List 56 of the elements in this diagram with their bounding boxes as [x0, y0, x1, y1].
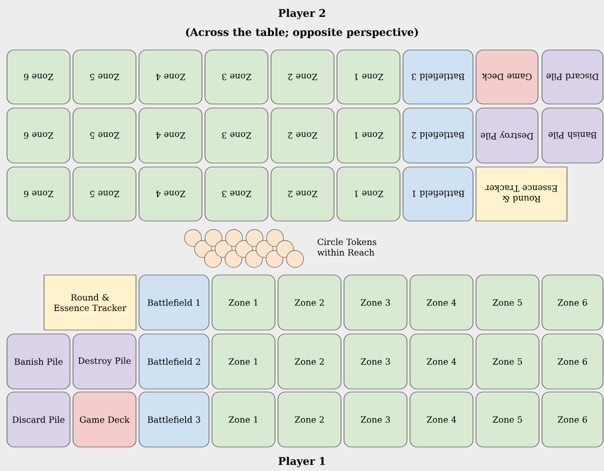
- zone-box: Zone 5: [476, 334, 540, 390]
- zone-box: Zone 6: [542, 334, 604, 390]
- tokens-label: Circle Tokens within Reach: [317, 238, 376, 256]
- zone-box: Zone 2: [270, 166, 334, 222]
- zone-box: Zone 3: [204, 166, 268, 222]
- zone-box: Zone 3: [344, 392, 408, 448]
- zone-box: Zone 4: [138, 166, 202, 222]
- zone-box: Zone 3: [344, 334, 408, 390]
- zone-box: Zone 2: [278, 392, 342, 448]
- deck-box: Game Deck: [72, 392, 136, 448]
- zone-box: Zone 1: [336, 50, 400, 104]
- zone-box: Zone 5: [476, 274, 540, 330]
- zone-box: Zone 1: [212, 392, 276, 448]
- zone-box: Zone 4: [138, 50, 202, 104]
- battlefield-box: Battlefield 2: [402, 108, 474, 164]
- battlefield-box: Battlefield 3: [138, 392, 210, 448]
- zone-box: Zone 1: [336, 108, 400, 164]
- pile-box: Banish Pile: [542, 108, 604, 164]
- zone-box: Zone 2: [270, 108, 334, 164]
- zone-box: Zone 1: [212, 334, 276, 390]
- pile-box: Destroy Pile: [72, 334, 136, 390]
- zone-box: Zone 2: [278, 274, 342, 330]
- zone-box: Zone 4: [410, 274, 474, 330]
- zone-box: Zone 6: [542, 274, 604, 330]
- zone-box: Zone 6: [6, 166, 70, 222]
- deck-box: Game Deck: [476, 50, 538, 104]
- pile-box: Banish Pile: [6, 334, 70, 390]
- battlefield-box: Battlefield 2: [138, 334, 210, 390]
- zone-box: Zone 6: [6, 108, 70, 164]
- subtitle: (Across the table; opposite perspective): [186, 28, 418, 38]
- zone-box: Zone 5: [72, 166, 136, 222]
- battlefield-box: Battlefield 1: [402, 166, 474, 222]
- pile-box: Discard Pile: [542, 50, 604, 104]
- zone-box: Zone 2: [278, 334, 342, 390]
- zone-box: Zone 3: [344, 274, 408, 330]
- player-label: Player 1: [278, 456, 325, 468]
- title: Player 2: [278, 8, 326, 20]
- battlefield-box: Battlefield 1: [138, 274, 210, 330]
- zone-box: Zone 4: [138, 108, 202, 164]
- zone-box: Zone 5: [476, 392, 540, 448]
- zone-box: Zone 5: [72, 50, 136, 104]
- zone-box: Zone 5: [72, 108, 136, 164]
- zone-box: Zone 1: [212, 274, 276, 330]
- tracker-box: Round & Essence Tracker: [44, 274, 136, 330]
- pile-box: Destroy Pile: [476, 108, 538, 164]
- zone-box: Zone 4: [410, 392, 474, 448]
- tracker-box: Round & Essence Tracker: [476, 166, 568, 222]
- pile-box: Discard Pile: [6, 392, 70, 448]
- zone-box: Zone 1: [336, 166, 400, 222]
- zone-box: Zone 6: [542, 392, 604, 448]
- zone-box: Zone 3: [204, 108, 268, 164]
- zone-box: Zone 2: [270, 50, 334, 104]
- zone-box: Zone 6: [6, 50, 70, 104]
- battlefield-box: Battlefield 3: [402, 50, 474, 104]
- zone-box: Zone 3: [204, 50, 268, 104]
- zone-box: Zone 4: [410, 334, 474, 390]
